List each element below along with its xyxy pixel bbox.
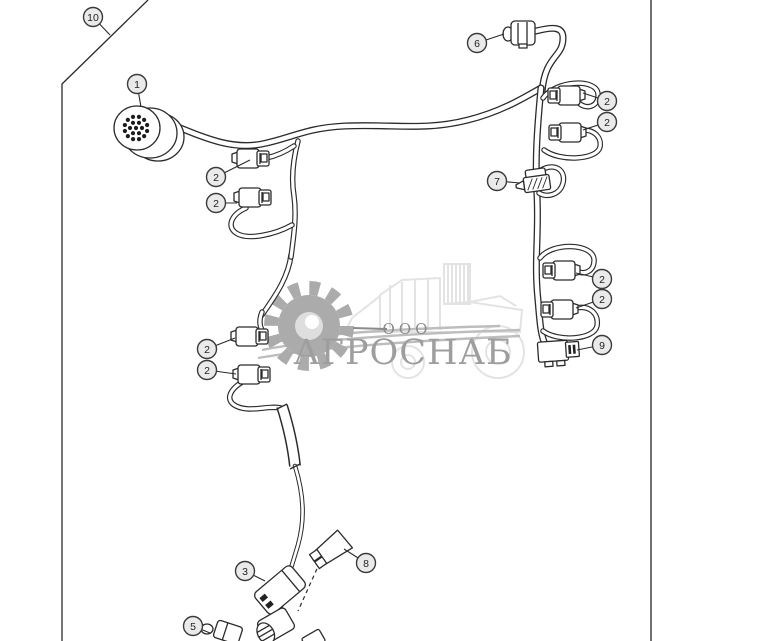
- injector-connector-r2: [548, 122, 587, 143]
- svg-text:2: 2: [204, 344, 210, 356]
- part1-pins: [122, 114, 150, 142]
- svg-text:6: 6: [474, 38, 480, 50]
- svg-text:9: 9: [599, 340, 605, 352]
- part-5-connector: [200, 619, 243, 641]
- callout-5: 5: [182, 615, 211, 637]
- harness-trunk: [169, 84, 545, 260]
- callout-2: 2: [196, 359, 237, 381]
- part-9-connector: [536, 339, 581, 368]
- callout-3: 3: [234, 560, 266, 582]
- watermark: ООО АГРОСНАБ: [257, 263, 525, 379]
- injector-connector-r4: [540, 299, 579, 320]
- injector-connector-l4: [232, 364, 271, 385]
- part-8-dashed-line: [297, 561, 321, 612]
- callout-1: 1: [126, 73, 148, 108]
- injector-connector-l2: [233, 187, 272, 208]
- callout-6: 6: [466, 32, 505, 54]
- part-6-connector: [502, 20, 536, 49]
- svg-text:2: 2: [599, 274, 605, 286]
- injector-connector-l1: [231, 148, 270, 169]
- callout-2: 2: [575, 288, 613, 310]
- callout-2: 2: [575, 268, 613, 290]
- svg-text:1: 1: [134, 79, 140, 91]
- svg-text:8: 8: [363, 558, 369, 570]
- gear-watermark-icon: [264, 281, 354, 371]
- callout-7: 7: [486, 170, 521, 192]
- part-3-connector: [254, 565, 306, 615]
- callout-9: 9: [576, 334, 613, 356]
- svg-text:2: 2: [599, 294, 605, 306]
- injector-connector-r1: [547, 85, 586, 106]
- right-harness-run: [502, 20, 603, 368]
- callout-2: 2: [582, 90, 618, 112]
- svg-text:2: 2: [604, 96, 610, 108]
- svg-text:10: 10: [87, 12, 99, 24]
- injector-connector-r3: [542, 260, 581, 281]
- svg-text:3: 3: [242, 566, 248, 578]
- bottom-parts: [200, 529, 354, 641]
- callout-10: 10: [82, 6, 111, 36]
- watermark-prefix: ООО: [383, 320, 432, 338]
- svg-text:2: 2: [204, 365, 210, 377]
- callout-2: 2: [205, 159, 251, 188]
- watermark-company-name: АГРОСНАБ: [293, 333, 512, 373]
- callout-2: 2: [582, 111, 618, 133]
- bottom-connector-a: [256, 607, 296, 641]
- injector-connector-l3: [230, 326, 269, 347]
- border-left-diagonal: [61, 0, 149, 641]
- svg-text:5: 5: [190, 621, 196, 633]
- callout-2: 2: [196, 337, 236, 360]
- bottom-connector-b: [301, 628, 326, 641]
- ooo-underline: [352, 327, 388, 330]
- callout-2: 2: [205, 192, 237, 214]
- svg-text:2: 2: [604, 117, 610, 129]
- svg-text:2: 2: [213, 198, 219, 210]
- callout-8: 8: [343, 548, 377, 574]
- part-8-connector: [308, 529, 354, 570]
- callouts-layer: 10 1 6 2 2 7 2 2 2 2 2 2 9 3 8 5: [82, 6, 618, 637]
- svg-text:7: 7: [494, 176, 500, 188]
- part-1-round-connector: [113, 105, 185, 162]
- part-7-clamp: [515, 164, 567, 198]
- svg-text:2: 2: [213, 172, 219, 184]
